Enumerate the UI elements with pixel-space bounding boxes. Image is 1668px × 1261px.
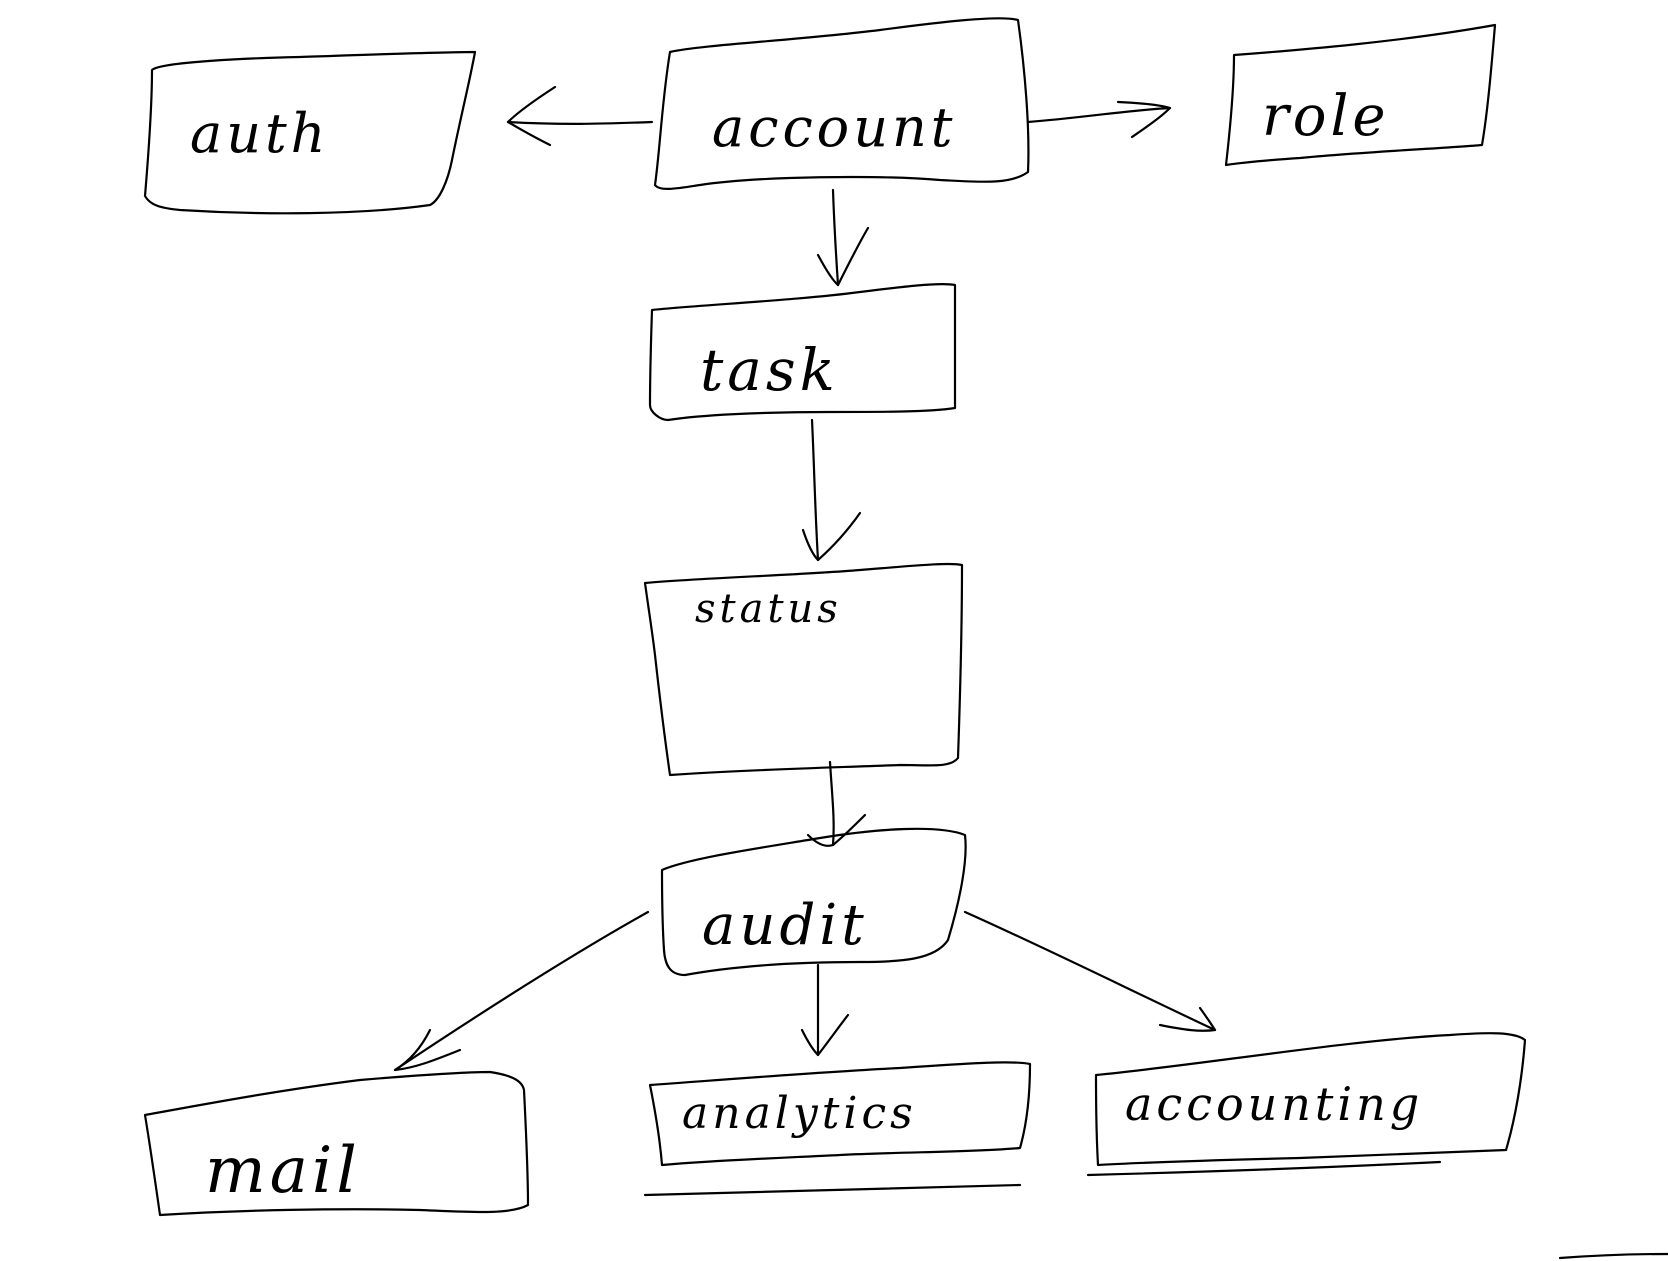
edge-account-task: [816, 188, 870, 287]
edge-task-status-arrowhead: [801, 511, 862, 562]
edge-account-task-line: [831, 188, 840, 287]
node-analytics: analytics: [648, 1061, 1032, 1167]
edge-audit-analytics-arrowhead: [800, 1013, 850, 1057]
edge-account-task-arrowhead: [816, 226, 870, 287]
node-account: account: [653, 17, 1030, 190]
node-role-box: [1224, 23, 1497, 167]
node-accounting: accounting: [1094, 1032, 1527, 1167]
node-auth-label: auth: [190, 102, 329, 165]
edge-account-auth-line: [506, 120, 654, 125]
node-role-label: role: [1262, 84, 1390, 149]
node-analytics-label: analytics: [682, 1088, 917, 1139]
node-audit: audit: [660, 827, 967, 977]
node-mail-label: mail: [205, 1134, 361, 1208]
stray-stroke-below-accounting: [1086, 1160, 1442, 1177]
edge-account-role-line: [1026, 106, 1172, 124]
node-status: status: [643, 562, 964, 777]
edge-task-status: [801, 418, 862, 562]
edge-audit-accounting-arrowhead: [1158, 1006, 1217, 1032]
edge-account-auth-arrowhead: [506, 85, 557, 147]
edge-audit-accounting: [963, 910, 1217, 1032]
node-mail: mail: [143, 1070, 530, 1217]
edge-audit-mail: [393, 910, 650, 1072]
node-status-box: [643, 562, 964, 777]
node-accounting-label: accounting: [1125, 1077, 1423, 1131]
edge-audit-mail-arrowhead: [393, 1028, 462, 1072]
node-status-label: status: [695, 586, 842, 632]
edge-audit-accounting-line: [963, 910, 1217, 1032]
stray-stroke-below-analytics: [643, 1183, 1022, 1197]
edge-account-role: [1026, 100, 1172, 139]
edge-task-status-line: [810, 418, 820, 562]
node-task: task: [648, 282, 957, 422]
edge-account-role-arrowhead: [1116, 100, 1172, 139]
edge-status-audit-line: [828, 760, 835, 847]
edge-account-auth: [506, 85, 654, 147]
node-role: role: [1224, 23, 1497, 167]
node-auth: auth: [143, 50, 477, 215]
edge-audit-analytics: [800, 963, 850, 1057]
node-analytics-box: [648, 1061, 1032, 1167]
node-mail-box: [143, 1070, 530, 1217]
node-account-label: account: [712, 96, 956, 159]
node-auth-box: [143, 50, 477, 215]
node-account-box: [653, 17, 1030, 190]
node-accounting-box: [1094, 1032, 1527, 1167]
edge-status-audit-arrowhead: [806, 813, 867, 847]
edge-status-audit: [806, 760, 867, 847]
edge-audit-mail-line: [393, 910, 650, 1072]
node-task-box: [648, 282, 957, 422]
node-task-label: task: [700, 336, 839, 404]
node-audit-box: [660, 827, 967, 977]
stray-stroke-bottom-right: [1558, 1252, 1668, 1260]
node-audit-label: audit: [702, 893, 868, 958]
